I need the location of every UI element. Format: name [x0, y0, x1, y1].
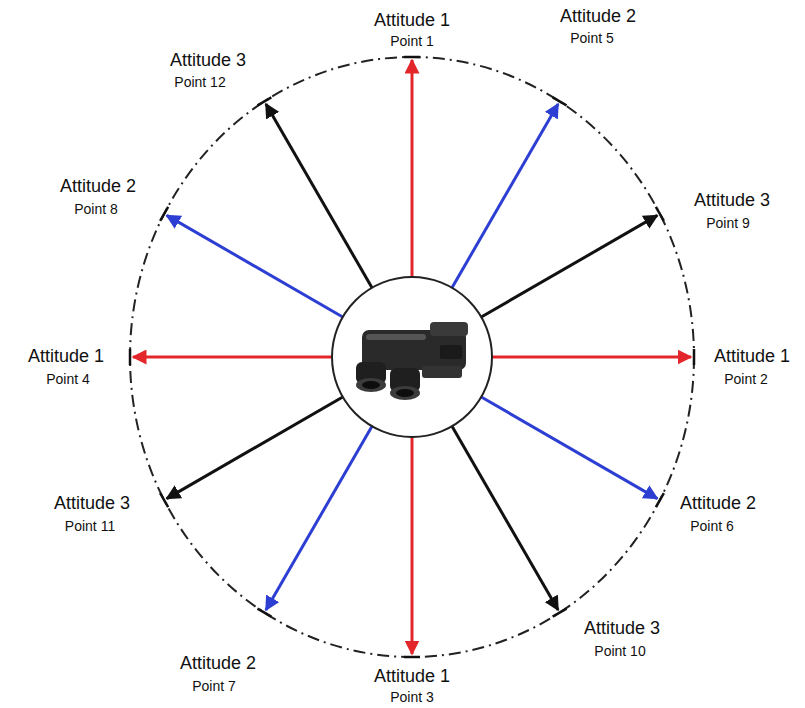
attitude-label: Attitude 1	[372, 667, 452, 686]
attitude-label: Attitude 3	[168, 51, 248, 70]
direction-arrow	[452, 426, 558, 610]
point-label: Point 12	[172, 75, 227, 90]
point-tick	[160, 493, 168, 507]
point-label: Point 8	[72, 202, 120, 217]
device-icon	[356, 322, 468, 400]
direction-arrow	[492, 356, 691, 359]
direction-arrows	[130, 57, 694, 657]
point-label: Point 9	[704, 216, 752, 231]
attitude-label: Attitude 2	[58, 177, 138, 196]
attitude-label: Attitude 1	[372, 11, 452, 30]
point-tick	[553, 97, 567, 105]
point-tick	[257, 97, 271, 105]
dash-dot-circle	[130, 57, 694, 657]
attitude-label: Attitude 2	[678, 494, 758, 513]
point-label: Point 2	[722, 372, 770, 387]
attitude-label: Attitude 2	[558, 7, 638, 26]
point-label: Point 5	[568, 31, 616, 46]
direction-arrow	[452, 104, 558, 288]
point-tick	[404, 56, 420, 59]
direction-arrow	[266, 426, 372, 610]
point-label: Point 3	[388, 690, 436, 705]
point-tick	[160, 207, 168, 221]
center-circle	[332, 277, 492, 437]
point-tick	[693, 349, 696, 365]
point-label: Point 10	[592, 644, 647, 659]
point-tick	[656, 493, 664, 507]
direction-arrow	[167, 215, 343, 317]
point-label: Point 4	[44, 372, 92, 387]
direction-arrow	[411, 60, 414, 277]
attitude-label: Attitude 2	[178, 654, 258, 673]
point-tick	[257, 609, 271, 617]
point-label: Point 1	[388, 34, 436, 49]
point-tick	[404, 656, 420, 659]
attitude-label: Attitude 3	[52, 494, 132, 513]
direction-arrow	[481, 397, 657, 499]
direction-arrow	[133, 356, 332, 359]
direction-arrow	[167, 397, 343, 499]
direction-arrow	[411, 437, 414, 654]
direction-arrow	[481, 215, 657, 317]
attitude-label: Attitude 1	[26, 347, 106, 366]
point-label: Point 11	[63, 519, 117, 534]
attitude-label: Attitude 3	[582, 619, 662, 638]
point-tick	[129, 349, 132, 365]
attitude-label: Attitude 1	[712, 347, 792, 366]
attitude-label: Attitude 3	[692, 191, 772, 210]
point-label: Point 6	[688, 519, 736, 534]
direction-arrow	[266, 104, 372, 288]
point-label: Point 7	[190, 679, 238, 694]
point-tick	[553, 609, 567, 617]
point-tick	[656, 207, 664, 221]
